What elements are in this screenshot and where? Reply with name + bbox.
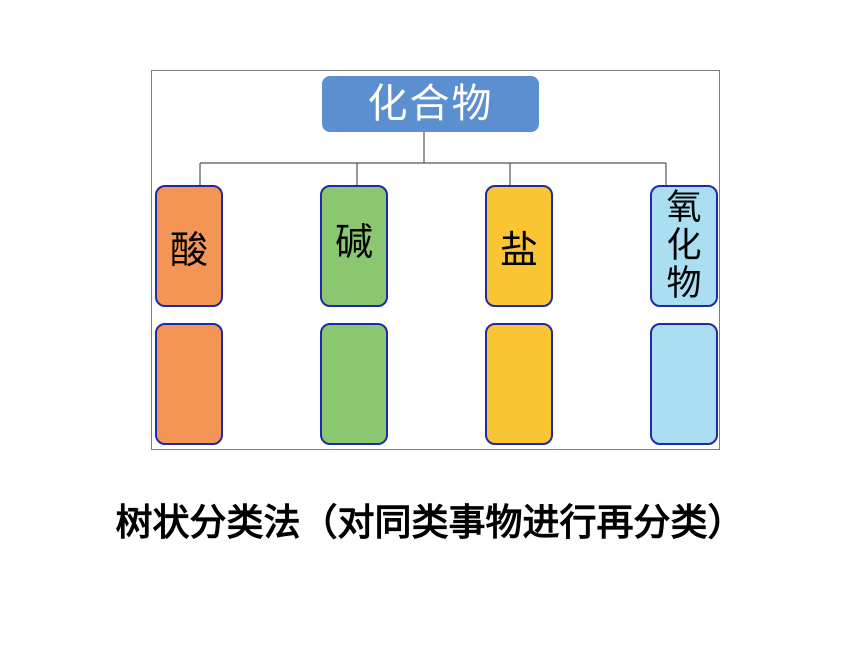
category-label-acid: 酸 (169, 228, 208, 272)
root-node-label: 化合物 (367, 81, 494, 127)
root-node-compound: 化合物 (322, 76, 539, 132)
subcategory-box-oxide (650, 323, 718, 445)
category-node-base: 碱 (320, 185, 388, 307)
subcategory-box-base (320, 323, 388, 445)
subcategory-box-acid (155, 323, 223, 445)
category-label-salt: 盐 (499, 228, 538, 272)
category-label-base: 碱 (334, 220, 373, 264)
diagram-caption: 树状分类法（对同类事物进行再分类） (115, 501, 745, 544)
subcategory-box-salt (485, 323, 553, 445)
category-node-salt: 盐 (485, 185, 553, 307)
category-node-acid: 酸 (155, 185, 223, 307)
diagram-frame (151, 70, 720, 450)
category-label-oxide: 氧化物 (666, 188, 702, 304)
category-node-oxide: 氧化物 (650, 185, 718, 307)
